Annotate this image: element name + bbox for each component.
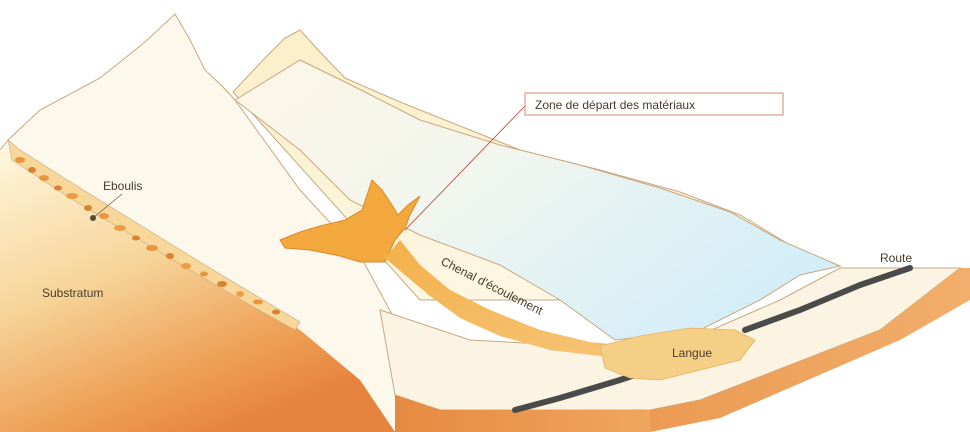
eboulis-label: Eboulis (103, 179, 142, 193)
zone-depart-label: Zone de départ des matériaux (535, 98, 695, 112)
route-label: Route (880, 251, 912, 265)
substratum-label: Substratum (42, 286, 103, 300)
landform (0, 14, 970, 432)
langue-label: Langue (672, 346, 712, 360)
eboulis-marker (90, 215, 96, 221)
